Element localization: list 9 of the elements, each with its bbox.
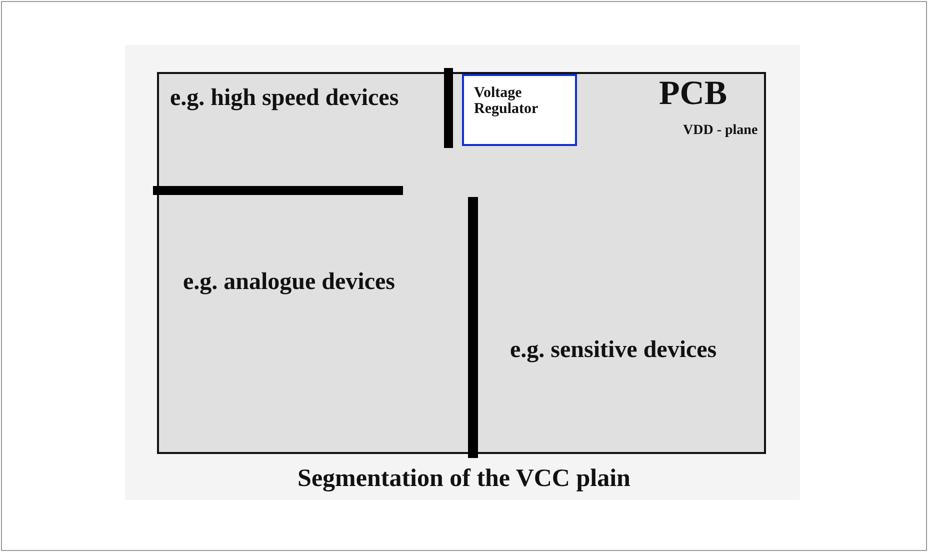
region-label: e.g. analogue devices bbox=[183, 270, 396, 296]
pcb-board bbox=[157, 72, 766, 454]
region-label: e.g. high speed devices bbox=[170, 86, 400, 112]
board-subtitle: VDD - plane bbox=[683, 124, 758, 139]
caption: Segmentation of the VCC plain bbox=[296, 466, 632, 492]
region-label: e.g. sensitive devices bbox=[510, 338, 718, 364]
board-title: PCB bbox=[659, 76, 727, 112]
regulator-box bbox=[462, 74, 577, 146]
regulator-label: Voltage Regulator bbox=[474, 86, 540, 118]
